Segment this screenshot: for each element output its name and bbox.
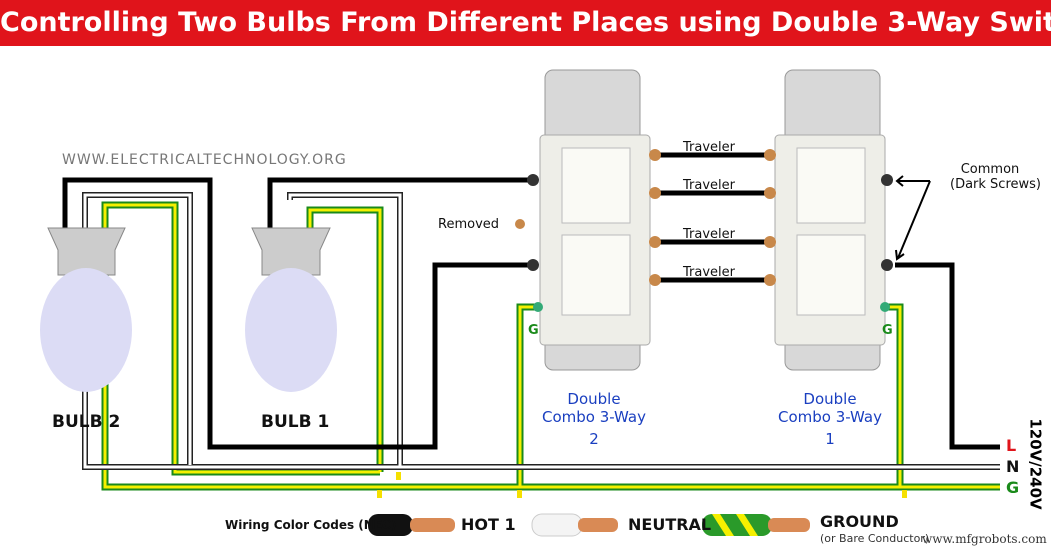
switch-label-line1: Double bbox=[567, 390, 621, 408]
hot-wire bbox=[62, 152, 1000, 450]
common-label-line2: (Dark Screws) bbox=[950, 177, 1041, 192]
bulb-2 bbox=[40, 227, 132, 392]
common-arrows bbox=[895, 175, 931, 261]
switch-2-label: Double Combo 3-Way 2 bbox=[524, 390, 664, 448]
switch-label-line2: Combo 3-Way bbox=[777, 408, 883, 426]
legend-neutral: NEUTRAL bbox=[628, 515, 712, 534]
switch-label-line2: Combo 3-Way bbox=[541, 408, 647, 426]
switch-number: 1 bbox=[825, 430, 835, 448]
traveler-label: Traveler bbox=[683, 265, 735, 280]
supply-L: L bbox=[1006, 436, 1017, 455]
legend-hot: HOT 1 bbox=[461, 515, 516, 534]
switch-label-line1: Double bbox=[803, 390, 857, 408]
legend-ground-note: (or Bare Conductor) bbox=[820, 532, 930, 545]
bulb-2-label: BULB 2 bbox=[52, 412, 121, 432]
removed-label: Removed bbox=[438, 217, 500, 232]
supply-G: G bbox=[1006, 478, 1020, 497]
page-title: Controlling Two Bulbs From Different Pla… bbox=[0, 0, 1051, 46]
traveler-label: Traveler bbox=[683, 178, 735, 193]
supply-N: N bbox=[1006, 457, 1020, 476]
legend-ground: GROUND bbox=[820, 512, 899, 531]
legend-ground-wire bbox=[702, 514, 810, 536]
traveler-label: Traveler bbox=[683, 140, 735, 155]
traveler-label: Traveler bbox=[683, 227, 735, 242]
legend-title: Wiring Color Codes (NEC) bbox=[225, 518, 397, 532]
ground-terminal-label: G bbox=[528, 323, 539, 338]
switch-number: 2 bbox=[589, 430, 599, 448]
legend-hot-wire bbox=[368, 514, 455, 536]
switch-1 bbox=[764, 69, 893, 371]
legend-neutral-wire bbox=[531, 513, 618, 537]
bulb-1-label: BULB 1 bbox=[261, 412, 330, 432]
watermark: WWW.ELECTRICALTECHNOLOGY.ORG bbox=[62, 152, 347, 168]
ground-terminal-label: G bbox=[882, 323, 893, 338]
supply-voltage: 120V/240V bbox=[1026, 418, 1045, 510]
bulb-1 bbox=[245, 227, 337, 392]
switch-2 bbox=[515, 69, 661, 371]
neutral-wire bbox=[82, 192, 1000, 470]
switch-1-label: Double Combo 3-Way 1 bbox=[760, 390, 900, 448]
ground-wire bbox=[101, 201, 1000, 491]
credit: www.mfgrobots.com bbox=[922, 532, 1047, 546]
common-label: Common (Dark Screws) bbox=[950, 162, 1041, 192]
common-label-line1: Common bbox=[960, 162, 1020, 177]
wire-markers bbox=[377, 472, 907, 498]
